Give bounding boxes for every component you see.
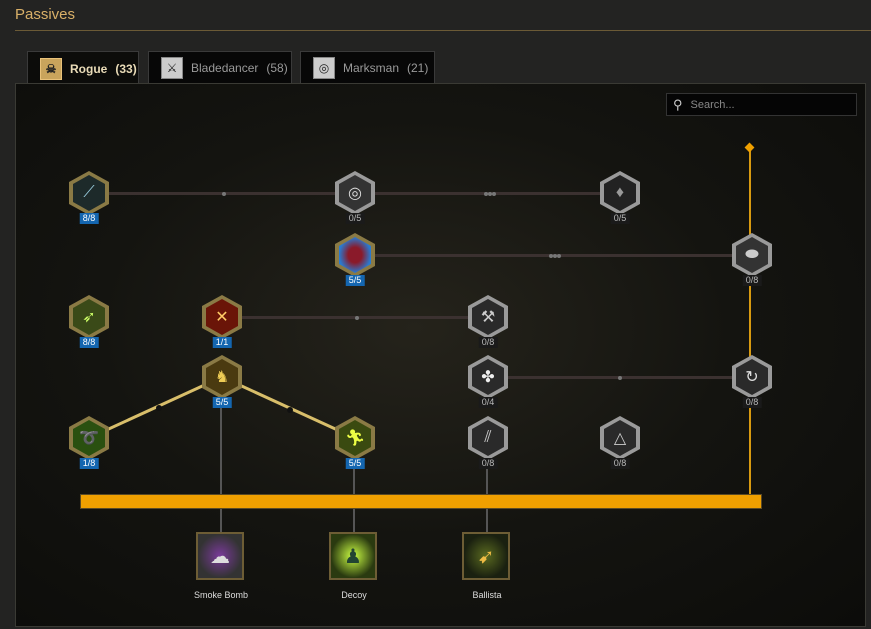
passive-node-whirlwind[interactable]: ◎0/5 xyxy=(335,171,375,224)
connector-dot xyxy=(492,192,496,196)
search-input[interactable]: ⚲ Search... xyxy=(666,93,857,116)
tab-label: Rogue xyxy=(70,61,108,76)
ability-label: Smoke Bomb xyxy=(193,590,249,600)
tab-label: Marksman xyxy=(343,60,400,75)
points-progress-bar xyxy=(80,494,762,509)
tab-count: (33) xyxy=(115,61,137,76)
passive-node-dark-drop[interactable]: ♦0/5 xyxy=(600,171,640,224)
rogue-icon: ☠ xyxy=(40,57,62,80)
connector-dot xyxy=(557,254,561,258)
passive-node-triple-blades[interactable]: ⟋8/8 xyxy=(69,171,109,224)
node-points: 0/8 xyxy=(742,275,762,286)
passive-node-swirl[interactable]: ↻0/8 xyxy=(732,355,772,408)
connector-dot xyxy=(549,254,553,258)
node-points: 0/8 xyxy=(478,458,498,469)
divider xyxy=(15,30,871,31)
passive-node-claws[interactable]: ⫽0/8 xyxy=(468,416,508,469)
node-points: 0/8 xyxy=(742,397,762,408)
connector-dot xyxy=(618,376,622,380)
skill-tree-panel xyxy=(15,83,866,627)
tab-marksman[interactable]: ◎ Marksman (21) xyxy=(300,51,435,83)
page-title: Passives xyxy=(15,6,76,23)
tab-rogue[interactable]: ☠ Rogue (33) xyxy=(27,51,139,85)
tab-bladedancer[interactable]: ⚔ Bladedancer (58) xyxy=(148,51,292,83)
tab-label: Bladedancer xyxy=(191,60,259,75)
search-icon: ⚲ xyxy=(673,96,683,112)
connector-dot xyxy=(355,316,359,320)
passive-node-clover[interactable]: ✤0/4 xyxy=(468,355,508,408)
passive-node-red-orb[interactable]: 5/5 xyxy=(335,233,375,286)
node-points: 0/4 xyxy=(478,397,498,408)
passive-node-green-spiral[interactable]: ➰1/8 xyxy=(69,416,109,469)
ability-ballista[interactable]: ➹ xyxy=(462,532,510,580)
passive-node-golden-beast[interactable]: ♞5/5 xyxy=(202,355,242,408)
ability-label: Decoy xyxy=(341,590,367,600)
passive-node-hammer[interactable]: ⚒0/8 xyxy=(468,295,508,348)
passive-node-green-arrows[interactable]: ➶8/8 xyxy=(69,295,109,348)
passive-node-running-man[interactable]: 🏃︎5/5 xyxy=(335,416,375,469)
node-points: 8/8 xyxy=(79,213,99,224)
node-points: 0/5 xyxy=(610,213,630,224)
marksman-icon: ◎ xyxy=(313,56,335,79)
connector-dot xyxy=(553,254,557,258)
ability-decoy[interactable]: ♟ xyxy=(329,532,377,580)
node-points: 5/5 xyxy=(345,458,365,469)
node-points: 5/5 xyxy=(212,397,232,408)
connector-dot xyxy=(488,192,492,196)
passive-node-crossed-swords[interactable]: ✕1/1 xyxy=(202,295,242,348)
tab-count: (58) xyxy=(266,60,288,75)
node-points: 1/8 xyxy=(79,458,99,469)
search-placeholder: Search... xyxy=(690,98,735,111)
node-points: 5/5 xyxy=(345,275,365,286)
node-points: 1/1 xyxy=(212,337,232,348)
tab-count: (21) xyxy=(407,60,429,75)
node-points: 8/8 xyxy=(79,337,99,348)
connector-dot xyxy=(484,192,488,196)
connector-dot xyxy=(222,192,226,196)
ability-smoke-bomb[interactable]: ☁ xyxy=(196,532,244,580)
ability-connector xyxy=(220,399,222,532)
ability-label: Ballista xyxy=(472,590,502,600)
passive-node-triangle-knot[interactable]: △0/8 xyxy=(600,416,640,469)
node-points: 0/8 xyxy=(478,337,498,348)
node-points: 0/8 xyxy=(610,458,630,469)
bladedancer-icon: ⚔ xyxy=(161,56,183,79)
passive-node-stone-shield[interactable]: ⬬0/8 xyxy=(732,233,772,286)
node-points: 0/5 xyxy=(345,213,365,224)
